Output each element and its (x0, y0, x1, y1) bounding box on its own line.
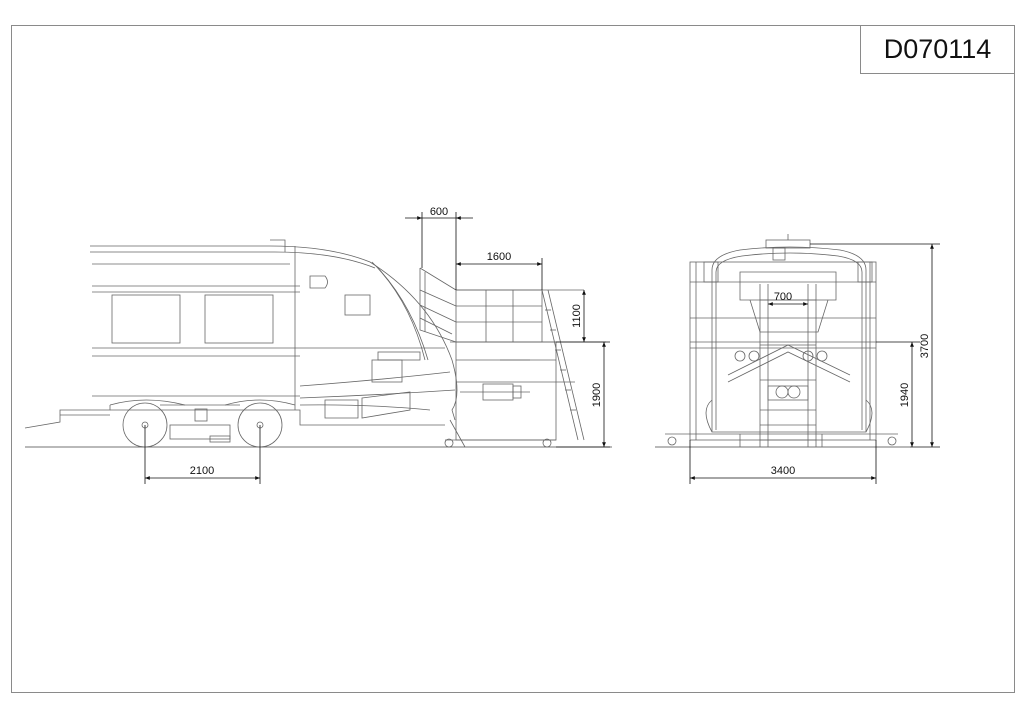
dim-2100: 2100 (190, 465, 214, 477)
dim-3400: 3400 (771, 465, 795, 477)
dim-1900: 1900 (591, 383, 603, 407)
drawing-number: D070114 (883, 34, 992, 64)
dim-700: 700 (774, 291, 792, 303)
dim-600: 600 (430, 206, 448, 218)
dim-1940: 1940 (899, 383, 911, 407)
drawing-number-box: D070114 (860, 25, 1015, 74)
dim-1600: 1600 (487, 251, 511, 263)
train-front-view (655, 234, 910, 448)
dimension-lines (144, 212, 940, 484)
dim-1100: 1100 (571, 304, 583, 328)
drawing-frame (11, 25, 1015, 693)
platform-side-view (419, 267, 606, 448)
train-side-view (24, 239, 612, 448)
dim-3700: 3700 (919, 334, 931, 358)
dimension-labels: 600 1600 1100 1900 2100 700 3400 1940 37… (190, 206, 931, 477)
